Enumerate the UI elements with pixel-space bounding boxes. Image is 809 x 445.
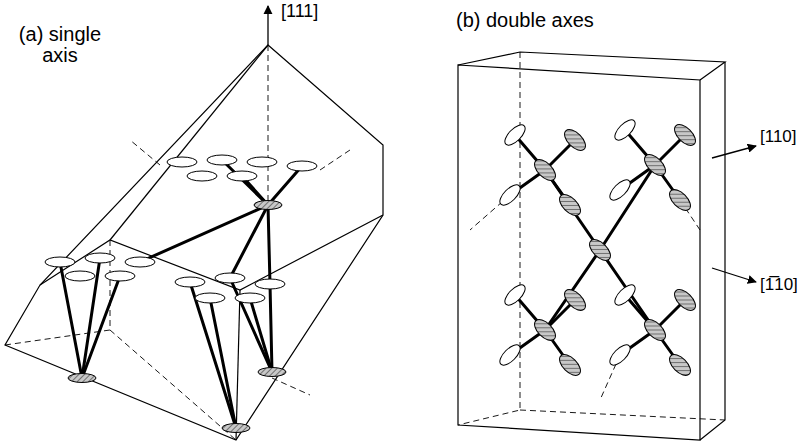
- bonds-b: [510, 130, 685, 365]
- atoms-white-a-part: [175, 277, 205, 287]
- cube-outline-a-part: [236, 290, 240, 440]
- atoms-white-b-part: [497, 182, 524, 209]
- hidden-edges-a-part: [130, 140, 160, 165]
- atoms-white-b-part: [502, 122, 529, 149]
- atoms-white-a-part: [65, 271, 95, 281]
- cube-outline-a: [5, 45, 383, 440]
- atoms-grey-b-part: [641, 151, 669, 179]
- bonds-b-part: [600, 165, 655, 250]
- atoms-grey-a-part: [258, 368, 286, 377]
- atoms-white-b-part: [497, 342, 524, 369]
- axis-arrow: [267, 6, 268, 45]
- axis-label: [1̅10]: [760, 276, 798, 294]
- hidden-edges-a-part: [268, 45, 269, 200]
- atoms-white-a-part: [125, 257, 155, 267]
- atoms-grey-b-part: [556, 191, 584, 219]
- bonds-a-part: [210, 298, 236, 428]
- atoms-white-b-part: [607, 342, 634, 369]
- atoms-grey-a-part: [254, 201, 282, 210]
- hidden-edges-b-part: [458, 52, 520, 425]
- bonds-b-part: [600, 250, 655, 330]
- hidden-edges-a-part: [320, 150, 350, 170]
- atoms-white-a-part: [195, 293, 225, 303]
- atoms-white-a: [45, 155, 317, 303]
- bonds-b-part: [545, 170, 600, 250]
- hidden-edges-a-part: [110, 240, 111, 330]
- box-outline-b-part: [458, 65, 700, 440]
- atoms-white-b-part: [612, 282, 639, 309]
- box-outline-b-part: [458, 52, 725, 80]
- box-outline-b-part: [700, 62, 725, 440]
- atoms-grey-b-part: [531, 316, 559, 344]
- atoms-white-a-part: [227, 171, 257, 181]
- atoms-white-a-part: [255, 279, 285, 289]
- atoms-grey-a-part: [68, 374, 96, 383]
- atoms-grey-a-part: [222, 424, 250, 433]
- bonds-a-part: [82, 276, 120, 378]
- atoms-grey-b-part: [531, 156, 559, 184]
- cube-outline-a-part: [40, 215, 383, 290]
- box-outline-b: [458, 52, 725, 440]
- atoms-white-b-part: [607, 177, 634, 204]
- atoms-white-a-part: [235, 293, 265, 303]
- atoms-white-a-part: [215, 273, 245, 283]
- atoms-white-a-part: [167, 157, 197, 167]
- bonds-a-part: [250, 298, 272, 372]
- panel-title: (b) double axes: [456, 10, 594, 31]
- atoms-grey-b: [531, 121, 699, 379]
- axis-label-holder: [1̅10]: [760, 276, 798, 294]
- panel-title: (a) single axis: [4, 24, 116, 66]
- atoms-white-a-part: [187, 171, 217, 181]
- atoms-white-a-part: [207, 155, 237, 165]
- atoms-white-a-part: [105, 271, 135, 281]
- atoms-grey-b-part: [671, 286, 699, 314]
- bonds-b-part: [545, 250, 600, 330]
- atoms-white-b: [497, 117, 639, 369]
- hidden-edges-b: [458, 52, 725, 425]
- bonds-a-part: [268, 205, 270, 284]
- atoms-grey-b-part: [586, 236, 614, 264]
- hidden-edges-a-part: [272, 378, 310, 395]
- atoms-grey-b-part: [671, 121, 699, 149]
- bonds-a-part: [230, 278, 272, 372]
- bonds-a-part: [230, 205, 268, 278]
- atoms-grey-b-part: [666, 351, 694, 379]
- cube-outline-a-part: [110, 45, 268, 240]
- atoms-white-a-part: [287, 161, 317, 171]
- axis-arrow: [712, 268, 756, 282]
- atoms-grey-a: [68, 201, 286, 433]
- axis-label: [111]: [281, 2, 318, 21]
- axis-label-holder: [111]: [281, 2, 318, 21]
- bonds-a-part: [190, 282, 236, 428]
- atoms-grey-b-part: [556, 351, 584, 379]
- atoms-grey-b-part: [666, 186, 694, 214]
- bonds-a-part: [270, 284, 272, 372]
- atoms-grey-b-part: [561, 286, 589, 314]
- cube-outline-a-part: [5, 45, 383, 440]
- axis-arrow: [712, 146, 756, 158]
- atoms-white-b-part: [502, 282, 529, 309]
- hidden-edges-b-part: [520, 410, 725, 420]
- bonds-a-part: [140, 205, 268, 262]
- atoms-white-b-part: [612, 117, 639, 144]
- bonds-a: [60, 160, 302, 428]
- hidden-edges-a-part: [110, 330, 236, 440]
- bonds-a-part: [268, 166, 302, 205]
- axis-label-holder: [110]: [760, 128, 797, 146]
- atoms-white-a-part: [45, 257, 75, 267]
- atoms-grey-b-part: [641, 316, 669, 344]
- atoms-white-a-part: [85, 253, 115, 263]
- axis-label: [110]: [760, 128, 797, 146]
- atoms-grey-b-part: [561, 126, 589, 154]
- atoms-white-a-part: [247, 157, 277, 167]
- panel-title-holder: (a) single axis: [4, 24, 116, 66]
- hidden-edges-a: [5, 45, 350, 440]
- panel-title-holder: (b) double axes: [456, 10, 594, 31]
